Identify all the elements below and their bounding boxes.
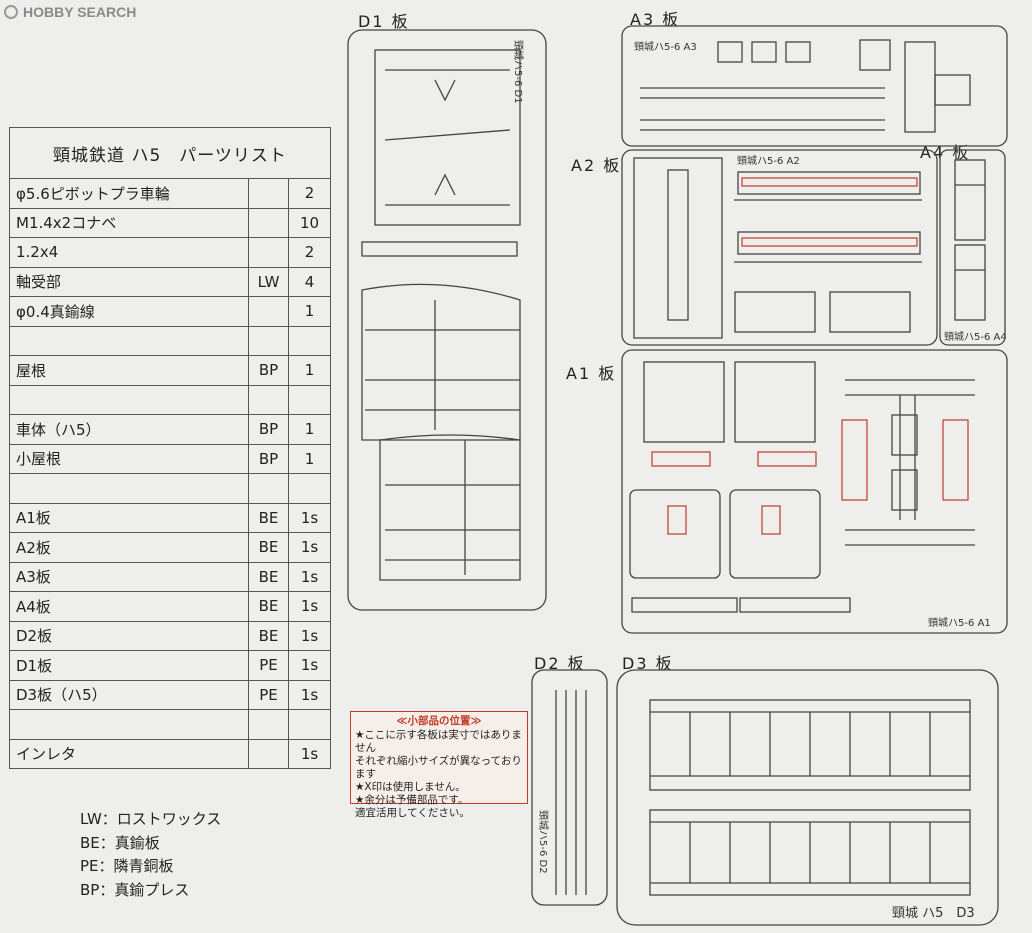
plate-d2-drawing [531, 669, 608, 906]
note-line-1: ★ここに示す各板は実寸ではありません [355, 729, 522, 754]
parts-material-cell: BE [248, 532, 289, 563]
plate-a2-stamp: 頸城ハ5-6 A2 [737, 156, 800, 167]
parts-material-cell: BP [248, 355, 289, 386]
parts-name-cell: D3板（ハ5） [9, 679, 249, 710]
hobby-search-logo-icon [4, 5, 18, 19]
parts-list-row [9, 325, 331, 356]
parts-qty-cell: 1s [288, 502, 331, 533]
parts-qty-cell: 1 [288, 355, 331, 386]
parts-qty-cell: 1s [288, 650, 331, 681]
legend-item-pe: PE：隣青銅板 [80, 857, 174, 875]
parts-qty-cell [288, 384, 331, 415]
plate-a1-drawing [621, 349, 1008, 634]
parts-name-cell: 屋根 [9, 355, 249, 386]
parts-list-row [9, 384, 331, 415]
small-parts-highlight [651, 177, 969, 535]
parts-material-cell: BE [248, 591, 289, 622]
parts-name-cell: A1板 [9, 502, 249, 533]
parts-qty-cell: 1s [288, 561, 331, 592]
parts-material-cell [248, 738, 289, 769]
parts-list-header-row: 頸城鉄道 ハ5 パーツリスト [9, 127, 331, 179]
parts-name-cell: M1.4x2コナベ [9, 207, 249, 238]
parts-name-cell: A3板 [9, 561, 249, 592]
plate-a4-label: A4 板 [920, 143, 971, 162]
small-parts-note: ≪小部品の位置≫ ★ここに示す各板は実寸ではありません それぞれ縮小サイズが異な… [350, 711, 528, 819]
parts-qty-cell: 1s [288, 738, 331, 769]
parts-name-cell: 車体（ハ5） [9, 414, 249, 445]
plate-a3-label: A3 板 [630, 10, 681, 29]
plate-a4-drawing [939, 149, 1006, 346]
parts-material-cell [248, 384, 289, 415]
parts-material-cell: BE [248, 561, 289, 592]
parts-name-cell: φ5.6ピボットプラ車輪 [9, 178, 249, 209]
legend-item-lw: LW：ロストワックス [80, 810, 222, 828]
parts-list-row [9, 709, 331, 740]
plate-a4-stamp: 頸城ハ5-6 A4 [944, 332, 1007, 343]
plate-d1-drawing [347, 29, 547, 611]
plate-a2-drawing [621, 149, 938, 346]
parts-qty-cell: 1s [288, 532, 331, 563]
watermark: HOBBY SEARCH [4, 4, 136, 20]
plate-a3-drawing [621, 25, 1008, 147]
watermark-text: HOBBY SEARCH [23, 4, 137, 20]
plate-d2-label: D2 板 [534, 654, 586, 673]
parts-name-cell [9, 709, 249, 740]
plate-d3-drawing [616, 669, 999, 926]
plate-d3-label: D3 板 [622, 654, 674, 673]
material-legend: LW：ロストワックス BE：真鍮板 PE：隣青銅板 BP：真鍮プレス [80, 808, 221, 902]
plate-a1-label: A1 板 [566, 364, 617, 383]
parts-material-cell [248, 296, 289, 327]
note-line-3: ★X印は使用しません。 [355, 781, 466, 793]
parts-qty-cell [288, 473, 331, 504]
parts-qty-cell: 1s [288, 679, 331, 710]
legend-item-bp: BP：真鍮プレス [80, 880, 190, 899]
parts-name-cell: インレタ [9, 738, 249, 769]
parts-qty-cell: 1 [288, 443, 331, 474]
parts-qty-cell [288, 325, 331, 356]
parts-name-cell: A4板 [9, 591, 249, 622]
note-line-4: ★余分は予備部品です。 [355, 794, 469, 806]
note-line-2: それぞれ縮小サイズが異なっております [355, 755, 522, 780]
parts-qty-cell: 1s [288, 591, 331, 622]
parts-material-cell: LW [248, 266, 289, 297]
plate-d3-stamp: 頸城 ハ5 D3 [892, 906, 975, 921]
plate-a1-stamp: 頸城ハ5-6 A1 [928, 618, 991, 629]
note-line-5: 適宜活用してください。 [355, 807, 470, 819]
parts-list-row: インレタ 1s [9, 738, 331, 769]
parts-material-cell: BP [248, 414, 289, 445]
parts-name-cell: A2板 [9, 532, 249, 563]
parts-list-row [9, 473, 331, 504]
parts-name-cell: D2板 [9, 620, 249, 651]
parts-list-title: 頸城鉄道 ハ5 パーツリスト [9, 127, 331, 179]
parts-qty-cell: 2 [288, 237, 331, 268]
note-title: ≪小部品の位置≫ [396, 715, 482, 727]
parts-name-cell [9, 384, 249, 415]
parts-qty-cell: 10 [288, 207, 331, 238]
plate-d1-label: D1 板 [358, 12, 410, 31]
parts-material-cell: BE [248, 620, 289, 651]
parts-material-cell: PE [248, 679, 289, 710]
parts-material-cell: BE [248, 502, 289, 533]
plate-a3-stamp: 頸城ハ5-6 A3 [634, 42, 697, 53]
parts-list-row: M1.4x2コナベ 10 [9, 207, 331, 238]
plate-a2-label: A2 板 [571, 156, 622, 175]
parts-name-cell: φ0.4真鍮線 [9, 296, 249, 327]
legend-item-be: BE：真鍮板 [80, 833, 160, 852]
